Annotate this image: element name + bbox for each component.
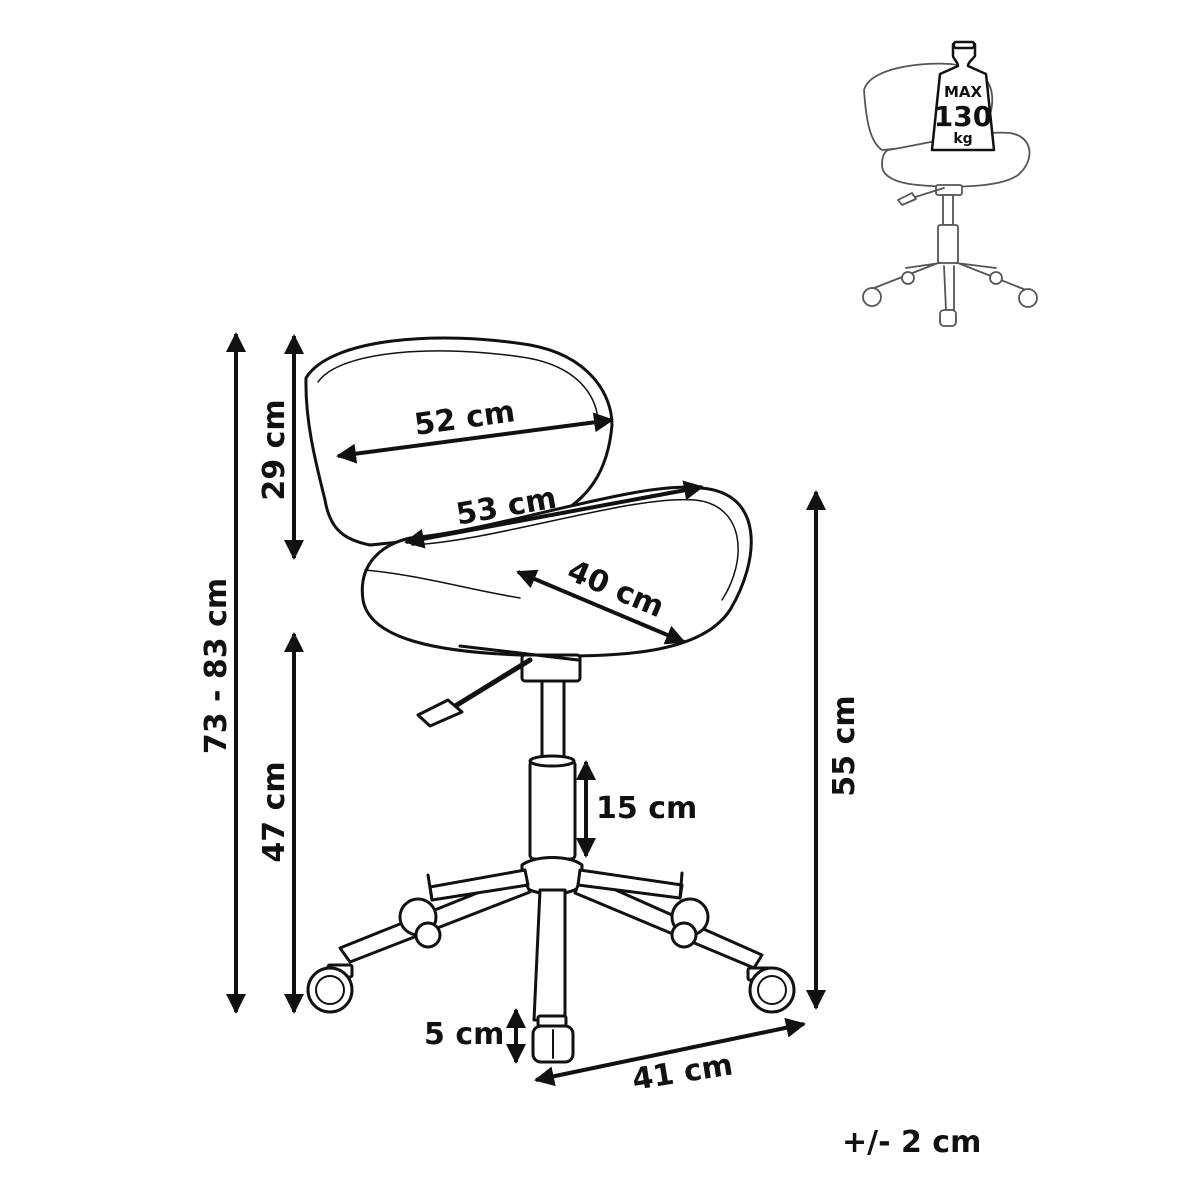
arrow-base-width	[534, 1017, 806, 1087]
label-total-height: 73 - 83 cm	[199, 578, 234, 754]
label-seat-height: 47 cm	[257, 761, 292, 862]
tolerance-note: +/- 2 cm	[842, 1125, 982, 1160]
label-gas-lift: 15 cm	[596, 791, 697, 826]
arrow-backrest-width	[336, 412, 614, 464]
arrow-seat-width	[404, 480, 704, 549]
label-base-width: 41 cm	[630, 1047, 735, 1097]
weight-limit-unit: kg	[953, 131, 972, 147]
weight-limit-value: 130	[934, 100, 992, 133]
gas-lift-column	[528, 679, 577, 861]
label-base-height: 55 cm	[827, 695, 862, 796]
star-base	[338, 856, 764, 1022]
caster-front-right	[746, 966, 796, 1014]
weight-limit-max: MAX	[944, 83, 983, 101]
arrow-seat-depth	[516, 569, 686, 645]
weight-icon: MAX 130 kg	[930, 40, 996, 152]
label-wheel-height: 5 cm	[424, 1017, 504, 1052]
caster-back-right	[670, 897, 710, 949]
dimension-arrows	[226, 332, 826, 1087]
seat-mechanism	[458, 644, 582, 683]
caster-back-left	[398, 897, 442, 949]
height-adjust-lever	[416, 657, 533, 728]
label-backrest-height: 29 cm	[257, 399, 292, 500]
caster-front-center	[531, 1014, 575, 1064]
office-chair-drawing	[304, 336, 796, 1064]
caster-front-left	[306, 963, 354, 1014]
